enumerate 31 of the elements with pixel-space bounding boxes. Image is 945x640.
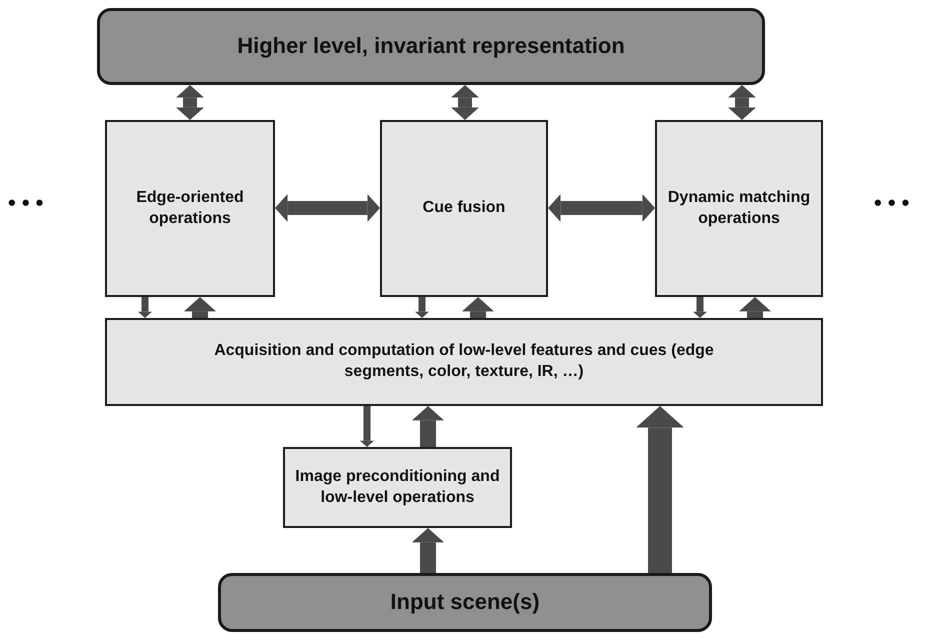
node-label: Higher level, invariant representation <box>236 32 626 60</box>
arrow <box>728 85 756 120</box>
process-box <box>380 120 548 297</box>
node-label: Dynamic matching operations <box>666 188 812 228</box>
process-box <box>655 120 823 297</box>
arrow <box>360 406 374 447</box>
arrow <box>739 297 771 318</box>
input-banner <box>218 573 712 632</box>
node-label: Cue fusion <box>422 198 506 218</box>
arrow <box>184 297 216 318</box>
ellipsis-dots: • • • <box>8 190 44 216</box>
arrow <box>415 297 429 318</box>
node-label: Edge-oriented operations <box>135 188 245 228</box>
arrow <box>451 85 479 120</box>
node-label: Image preconditioning and low-level operations <box>294 466 501 508</box>
process-box <box>105 120 275 297</box>
arrow <box>176 85 204 120</box>
process-box <box>283 447 512 528</box>
header-banner <box>97 8 765 85</box>
arrow <box>693 297 707 318</box>
process-box <box>105 318 823 406</box>
arrow <box>275 194 380 222</box>
node-label: Acquisition and computation of low-level features and cues (edge segments, color, texture, IR, …) <box>213 341 715 382</box>
node-label: Input scene(s) <box>389 588 541 616</box>
arrow <box>636 406 684 573</box>
arrow <box>462 297 494 318</box>
arrow <box>412 528 444 573</box>
arrow <box>412 406 444 447</box>
ellipsis-dots: • • • <box>874 190 910 216</box>
arrow <box>138 297 152 318</box>
arrow <box>548 194 655 222</box>
